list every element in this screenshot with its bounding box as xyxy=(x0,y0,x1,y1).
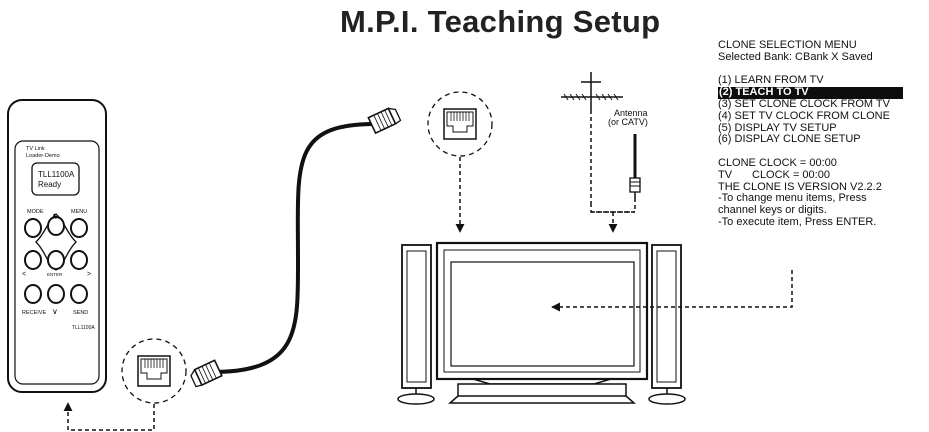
clone-version: THE CLONE IS VERSION V2.2.2 xyxy=(718,180,882,193)
left-arrow-icon: < xyxy=(22,271,26,278)
dashed-signal-junction xyxy=(590,200,636,213)
data-cable xyxy=(211,122,373,374)
coax-connector-icon xyxy=(629,177,641,200)
send-button[interactable] xyxy=(70,284,88,304)
down-arrow-icon: ∨ xyxy=(52,307,58,316)
instruction-line-1: -To change menu items, Press xyxy=(718,192,867,205)
rj-plug-top xyxy=(367,107,402,135)
remote-screen-text: TLL1100A Ready xyxy=(35,166,82,198)
menu-item-learn-from-tv[interactable]: (1) LEARN FROM TV xyxy=(718,74,824,87)
left-button[interactable] xyxy=(24,250,42,270)
antenna-sublabel: (or CATV) xyxy=(608,117,648,127)
rj-jack-zoom-top xyxy=(427,91,493,157)
menu-item-display-tv-setup[interactable]: (5) DISPLAY TV SETUP xyxy=(718,121,837,134)
selected-bank: Selected Bank: CBank X Saved xyxy=(718,50,873,63)
menu-item-set-tv-clock[interactable]: (4) SET TV CLOCK FROM CLONE xyxy=(718,109,890,122)
mode-button-label: MODE xyxy=(27,209,44,215)
enter-label: ENTER xyxy=(47,272,63,277)
menu-button[interactable] xyxy=(70,218,88,238)
remote-brand-line1: TV Link xyxy=(26,146,45,152)
receive-button[interactable] xyxy=(24,284,42,304)
right-button[interactable] xyxy=(70,250,88,270)
tv-clock-readout: TV CLOCK = 00:00 xyxy=(718,168,923,182)
mode-button[interactable] xyxy=(24,218,42,238)
menu-item-display-clone-setup[interactable]: (6) DISPLAY CLONE SETUP xyxy=(718,133,861,146)
menu-button-label: MENU xyxy=(71,209,87,215)
menu-item-teach-to-tv[interactable]: (2) TEACH TO TV xyxy=(718,86,903,99)
clone-clock-readout: CLONE CLOCK = 00:00 xyxy=(718,156,837,169)
antenna-icon xyxy=(561,72,623,110)
television-icon xyxy=(397,241,686,405)
instruction-line-2: channel keys or digits. xyxy=(718,204,827,217)
rj-plug-bottom xyxy=(190,359,223,388)
up-arrow-icon: ∧ xyxy=(51,211,58,221)
up-button[interactable] xyxy=(47,216,65,236)
antenna-label: Antenna xyxy=(614,108,648,118)
menu-header: CLONE SELECTION MENU xyxy=(718,39,857,51)
enter-button[interactable] xyxy=(47,250,65,270)
clone-selection-menu: CLONE SELECTION MENU Selected Bank: CBan… xyxy=(718,39,923,229)
rj-jack-zoom-bottom xyxy=(121,338,187,404)
page-title: M.P.I. Teaching Setup xyxy=(340,4,661,39)
instruction-line-3: -To execute item, Press ENTER. xyxy=(718,215,877,228)
dashed-arrow-to-remote xyxy=(63,402,155,431)
tv-clock-label: TV xyxy=(718,168,733,181)
remote-model-label: TLL1100A xyxy=(72,325,95,331)
remote-display-screen xyxy=(31,162,80,196)
tv-link-loader-remote: TV Link Loader-Demo MODE MENU ∧ < ENTER … xyxy=(7,99,107,393)
remote-screen-line2: Ready xyxy=(38,179,62,189)
dashed-arrow-menu-to-screen xyxy=(551,270,793,312)
tv-clock-value: CLOCK = 00:00 xyxy=(752,168,830,181)
down-button[interactable] xyxy=(47,284,65,304)
right-arrow-icon: > xyxy=(87,271,91,278)
menu-item-set-clone-clock[interactable]: (3) SET CLONE CLOCK FROM TV xyxy=(718,97,890,110)
send-button-label: SEND xyxy=(73,310,88,316)
remote-screen-line1: TLL1100A xyxy=(38,170,75,179)
remote-brand-line2: Loader-Demo xyxy=(26,153,60,159)
receive-button-label: RECEIVE xyxy=(22,310,46,316)
